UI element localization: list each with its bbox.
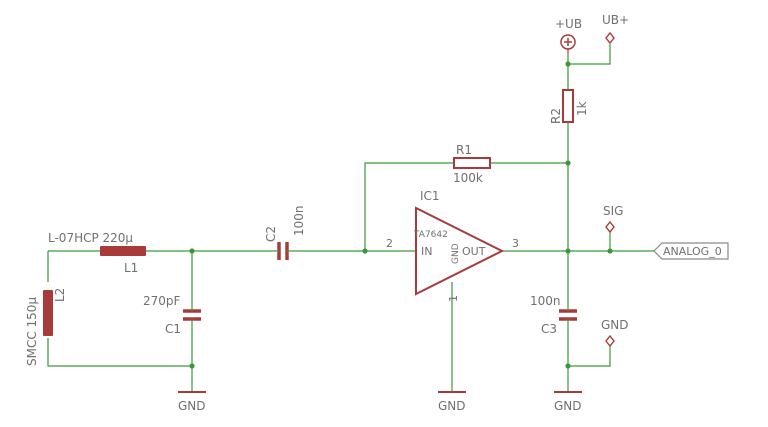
c3-value-label: 100n: [530, 294, 561, 308]
wire-gnd-pin: [568, 346, 611, 367]
junction-c1-bottom: [189, 363, 195, 369]
junction-ub: [565, 61, 571, 67]
c3-name-label: C3: [541, 322, 557, 336]
l2-value-label: SMCC 150µ: [25, 297, 39, 366]
c1-name-label: C1: [165, 322, 181, 336]
wire-ub-plus: [568, 44, 611, 65]
ic1-pin-gnd-label: GND: [451, 243, 461, 264]
c1-capacitor: [183, 309, 201, 321]
junction-sig: [607, 248, 613, 254]
wire-feedback-left: [364, 162, 454, 251]
labels: L-07HCP 220µ L1 L2 SMCC 150µ 270pF C1 C2…: [25, 13, 722, 413]
sig-label: SIG: [603, 204, 623, 218]
ub-plus-pin-icon: [605, 31, 615, 45]
ic1-amplifier: [415, 206, 505, 296]
gnd-c3-label: GND: [554, 399, 582, 413]
wire-l2-left-bottom: [47, 338, 192, 367]
junction-c1-top: [189, 248, 195, 254]
gnd-pin-label: GND: [601, 318, 629, 332]
junction-ic-in: [362, 248, 368, 254]
r1-resistor: [453, 157, 491, 169]
gnd-ic-label: GND: [438, 399, 466, 413]
junction-output: [565, 248, 571, 254]
ic1-pin-out-number: 3: [512, 237, 519, 250]
l2-inductor: [43, 290, 53, 336]
ic1-name-label: IC1: [420, 189, 440, 203]
l1-value-label: L-07HCP 220µ: [48, 231, 133, 245]
plus-ub-label: +UB: [555, 17, 582, 31]
ic1-pin-in-label: IN: [421, 245, 432, 258]
analog-port-label: ANALOG_0: [663, 245, 722, 258]
ic1-part-label: TA7642: [413, 230, 448, 240]
l1-name-label: L1: [124, 261, 138, 275]
wires: [47, 44, 654, 392]
r1-value-label: 100k: [453, 171, 483, 185]
ic1-pin-out-label: OUT: [462, 245, 486, 258]
r1-name-label: R1: [456, 143, 472, 157]
r2-resistor: [562, 89, 574, 123]
c2-capacitor: [277, 242, 289, 260]
gnd-pin-icon: [605, 334, 615, 348]
c1-value-label: 270pF: [143, 294, 181, 308]
r2-value-label: 1k: [575, 101, 589, 116]
capacitor-leads: [191, 250, 569, 324]
c3-capacitor: [559, 309, 577, 321]
sig-pin-icon: [605, 220, 615, 234]
ic1-pin-gnd-number: 1: [447, 295, 460, 302]
pins: [605, 31, 615, 348]
r2-name-label: R2: [549, 108, 563, 124]
analog-port-flag: [653, 242, 729, 260]
junction-gnd-pin: [565, 363, 571, 369]
plus-ub-supply-icon: [560, 34, 576, 54]
junction-r1-right: [565, 160, 571, 166]
junctions: [189, 61, 613, 369]
gnd-c1-label: GND: [178, 399, 206, 413]
c2-name-label: C2: [264, 226, 278, 242]
component-bodies: [43, 246, 146, 336]
ic1-pin-in-number: 2: [386, 237, 393, 250]
ub-plus-label: UB+: [602, 13, 629, 27]
l1-inductor: [100, 246, 146, 256]
c2-value-label: 100n: [292, 205, 306, 236]
l2-name-label: L2: [53, 288, 67, 302]
